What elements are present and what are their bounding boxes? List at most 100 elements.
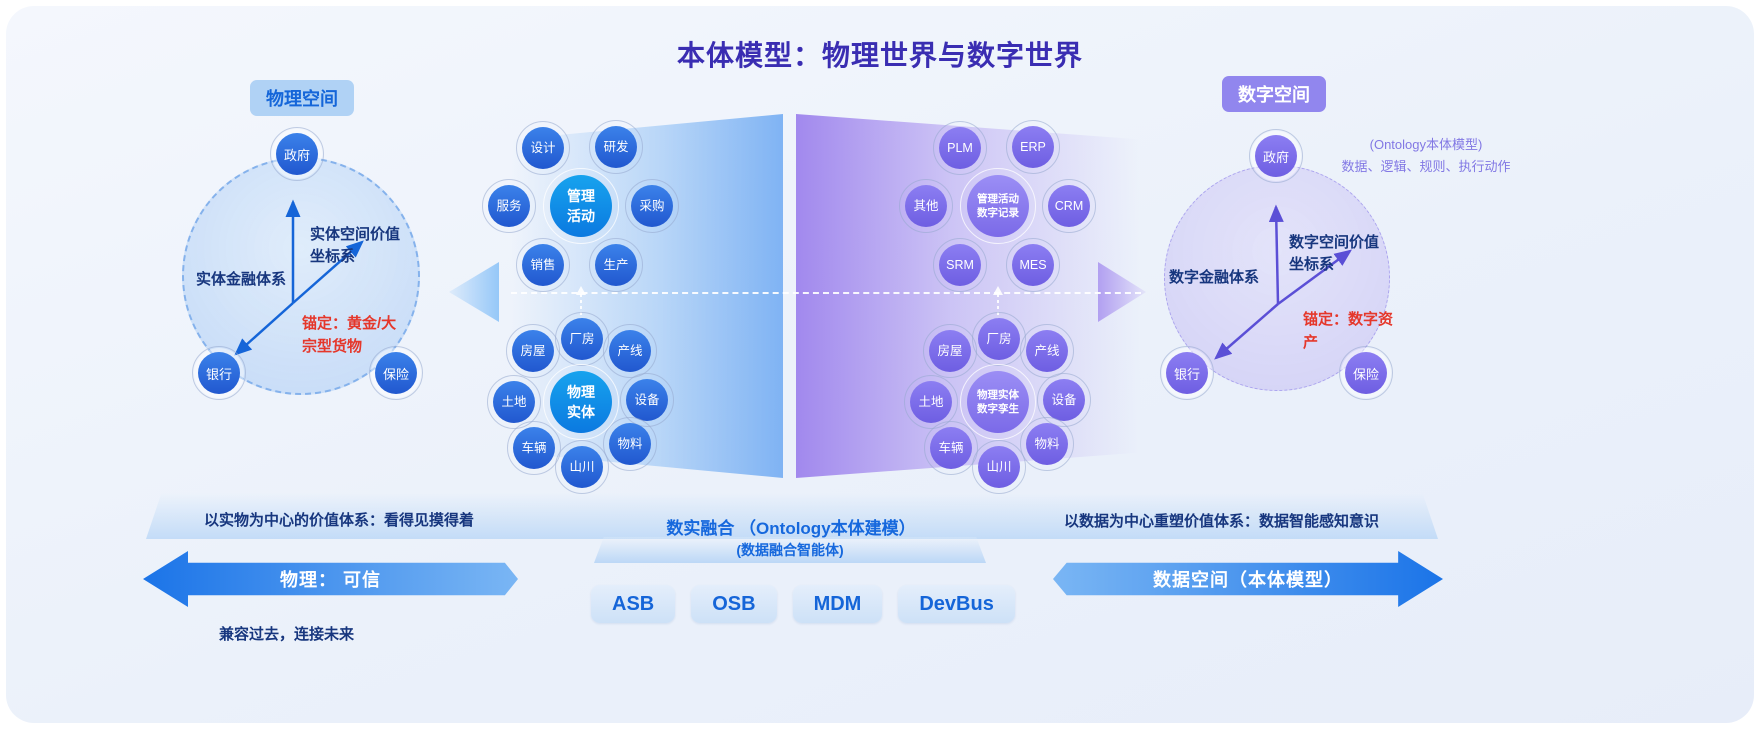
- cluster-node-label: 车辆: [521, 440, 547, 455]
- cluster-node-label: 房屋: [520, 343, 546, 358]
- cluster-node: 物料: [1020, 417, 1074, 471]
- page-title: 本体模型：物理世界与数字世界: [676, 40, 1083, 71]
- cluster-center-label: 物理实体数字孪生: [976, 388, 1019, 415]
- node-label: 银行: [205, 366, 232, 382]
- diagram-canvas: 本体模型：物理世界与数字世界 物理空间 数字空间 (Ontology本体模型) …: [6, 6, 1754, 723]
- cluster-node-label: 山川: [569, 459, 595, 474]
- cluster-node-label: 房屋: [937, 343, 963, 358]
- digital-space-badge: 数字空间: [1222, 76, 1326, 112]
- digital-axes: [1214, 204, 1353, 360]
- cluster-node-label: 物料: [617, 436, 643, 451]
- cluster-node: 房屋: [506, 324, 560, 378]
- cluster-node-label: 采购: [639, 198, 665, 213]
- cluster-node: 厂房: [555, 312, 609, 366]
- ontology-annotation-line2: 数据、逻辑、规则、执行动作: [1341, 159, 1511, 175]
- cluster-node-label: 研发: [603, 139, 629, 154]
- node-label: 银行: [1173, 366, 1200, 382]
- digital-finance-label: 数字金融体系: [1169, 269, 1260, 286]
- ontology-annotation: (Ontology本体模型) 数据、逻辑、规则、执行动作: [1324, 134, 1528, 178]
- cluster-node: 土地: [487, 375, 541, 429]
- cluster-node-label: 土地: [501, 394, 527, 409]
- data-space-arrow: 数据空间（本体模型）: [1053, 551, 1443, 607]
- cluster-node: 产线: [1020, 324, 1074, 378]
- digital-anchor-label: 锚定：数字资产: [1303, 311, 1394, 351]
- osb-chip: OSB: [691, 585, 777, 623]
- cluster-node-label: 生产: [603, 257, 629, 272]
- cluster-node-label: 服务: [496, 198, 522, 213]
- node-label: 保险: [1352, 366, 1379, 382]
- bus-chip-row: ASB OSB MDM DevBus: [591, 585, 1015, 623]
- cluster-node: 产线: [603, 324, 657, 378]
- ontology-annotation-line1: (Ontology本体模型): [1369, 137, 1483, 152]
- bottom-gradient-band: [146, 493, 1438, 539]
- cluster-node: 设备: [1037, 373, 1091, 427]
- cluster-node: 土地: [904, 375, 958, 429]
- cluster-node: ERP: [1006, 120, 1060, 174]
- cluster-node-label: 销售: [530, 257, 556, 272]
- cluster-node: 设计: [516, 121, 570, 175]
- devbus-chip: DevBus: [898, 585, 1015, 623]
- cluster-node-label: ERP: [1020, 139, 1046, 154]
- middle-dashed-line: [511, 292, 1141, 294]
- node-label: 政府: [1262, 149, 1289, 165]
- cluster-node: SRM: [933, 238, 987, 292]
- cluster-node: 房屋: [923, 324, 977, 378]
- digital-government-node: 政府: [1249, 129, 1303, 183]
- cluster-center: 物理实体: [543, 364, 619, 440]
- physical-insurance-node: 保险: [369, 346, 423, 400]
- cluster-node-label: PLM: [947, 140, 973, 155]
- cluster-center: 管理活动: [543, 168, 619, 244]
- cluster-node: 车辆: [924, 421, 978, 475]
- fusion-caption: 数实融合 （Ontology本体建模）: [666, 519, 916, 538]
- cluster-node-label: 物料: [1034, 436, 1060, 451]
- cluster-node: 设备: [620, 373, 674, 427]
- physical-value-caption: 以实物为中心的价值体系：看得见摸得着: [204, 512, 475, 529]
- cluster-center-label: 管理活动数字记录: [976, 192, 1019, 219]
- cluster-node: 研发: [589, 120, 643, 174]
- cluster-node-label: MES: [1019, 257, 1047, 272]
- cluster-node-label: 设备: [1051, 392, 1077, 407]
- cluster-node: 其他: [899, 179, 953, 233]
- physical-axis-label: 实体空间价值坐标系: [310, 226, 401, 265]
- left-pointer-triangle: [449, 262, 499, 322]
- cluster-node-label: 土地: [918, 394, 944, 409]
- physical-axes: [234, 199, 364, 356]
- digital-axis-label: 数字空间价值坐标系: [1289, 234, 1380, 273]
- fusion-subcaption: (数据融合智能体): [736, 542, 844, 558]
- cluster-node-label: 山川: [986, 459, 1012, 474]
- cluster-node: 销售: [516, 238, 570, 292]
- physical-space-badge: 物理空间: [250, 80, 354, 116]
- cluster-node-label: 设计: [530, 140, 556, 155]
- cluster-node: 服务: [482, 179, 536, 233]
- compatibility-footnote: 兼容过去，连接未来: [219, 626, 355, 643]
- node-label: 保险: [382, 366, 409, 382]
- cluster-node: 厂房: [972, 312, 1026, 366]
- cluster-node: CRM: [1042, 179, 1096, 233]
- cluster-node-label: CRM: [1054, 198, 1084, 213]
- physical-finance-label: 实体金融体系: [196, 271, 287, 288]
- data-space-arrow-label: 数据空间（本体模型）: [1153, 570, 1343, 590]
- digital-bank-node: 银行: [1160, 346, 1214, 400]
- cluster-node: 山川: [972, 440, 1026, 494]
- physical-arrow-label: 物理： 可信: [279, 570, 381, 590]
- digital-value-caption: 以数据为中心重塑价值体系：数据智能感知意识: [1064, 513, 1380, 530]
- cluster-node: 物料: [603, 417, 657, 471]
- cluster-node: PLM: [933, 121, 987, 175]
- cluster-center: 物理实体数字孪生: [960, 364, 1036, 440]
- cluster-node: 山川: [555, 440, 609, 494]
- fusion-subcaption-band: (数据融合智能体): [594, 537, 986, 563]
- physical-anchor-label: 锚定：黄金/大宗型货物: [302, 315, 397, 355]
- cluster-node: MES: [1006, 238, 1060, 292]
- cluster-center-label: 管理活动: [566, 188, 595, 224]
- cluster-node-label: 产线: [617, 343, 643, 358]
- cluster-node-label: 厂房: [569, 331, 595, 346]
- physical-bank-node: 银行: [192, 346, 246, 400]
- cluster-node-label: SRM: [946, 257, 974, 272]
- cluster-center: 管理活动数字记录: [960, 168, 1036, 244]
- mdm-chip: MDM: [792, 585, 883, 623]
- cluster-node-label: 厂房: [986, 331, 1012, 346]
- asb-chip: ASB: [591, 585, 676, 623]
- digital-insurance-node: 保险: [1339, 346, 1393, 400]
- cluster-node: 采购: [625, 179, 679, 233]
- cluster-node-label: 设备: [634, 392, 660, 407]
